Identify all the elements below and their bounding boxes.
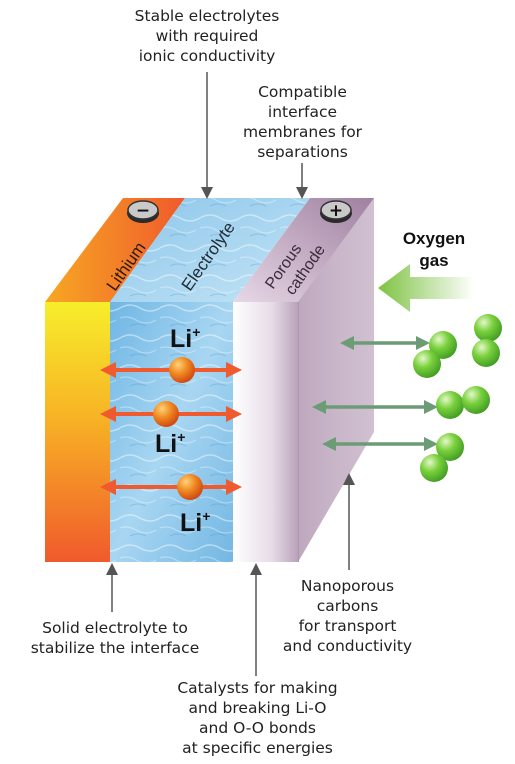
caption-solid-electrolyte: Solid electrolyte to stabilize the inter…	[30, 619, 200, 657]
li-ion-ball-1	[169, 357, 195, 383]
caption-catalysts: Catalysts for making and breaking Li-O a…	[177, 679, 338, 757]
positive-terminal-icon: +	[320, 200, 352, 223]
oxygen-molecule-4	[420, 433, 464, 482]
oxygen-exchange-arrow-3	[322, 437, 438, 451]
svg-text:−: −	[136, 201, 150, 221]
caption-stable-electrolytes: Stable electrolytes with required ionic …	[134, 7, 280, 65]
caption-interface-membranes: Compatible interface membranes for separ…	[242, 83, 363, 161]
li-ion-ball-2	[153, 401, 179, 427]
li-ion-ball-3	[177, 474, 203, 500]
oxygen-gas-label: Oxygen gas	[402, 229, 466, 270]
cathode-layer	[233, 302, 299, 562]
lithium-top-face	[45, 198, 185, 302]
li-ion-label-2: Li+	[155, 429, 185, 458]
lithium-layer	[45, 302, 111, 562]
oxygen-exchange-arrow-1	[340, 336, 430, 350]
oxygen-intake-arrow-icon	[378, 264, 474, 312]
li-ion-arrow-3	[100, 479, 242, 495]
oxygen-molecule-1	[413, 331, 457, 378]
li-ion-label-1: Li+	[170, 324, 200, 353]
negative-terminal-icon: −	[127, 200, 159, 223]
caption-nanoporous-carbons: Nanoporous carbons for transport and con…	[282, 577, 413, 655]
li-ion-label-3: Li+	[180, 508, 210, 537]
cathode-top-face	[233, 198, 374, 302]
oxygen-exchange-arrow-2	[312, 400, 438, 414]
oxygen-molecule-3	[436, 386, 490, 419]
svg-text:+: +	[329, 201, 343, 221]
oxygen-molecule-2	[472, 314, 502, 367]
